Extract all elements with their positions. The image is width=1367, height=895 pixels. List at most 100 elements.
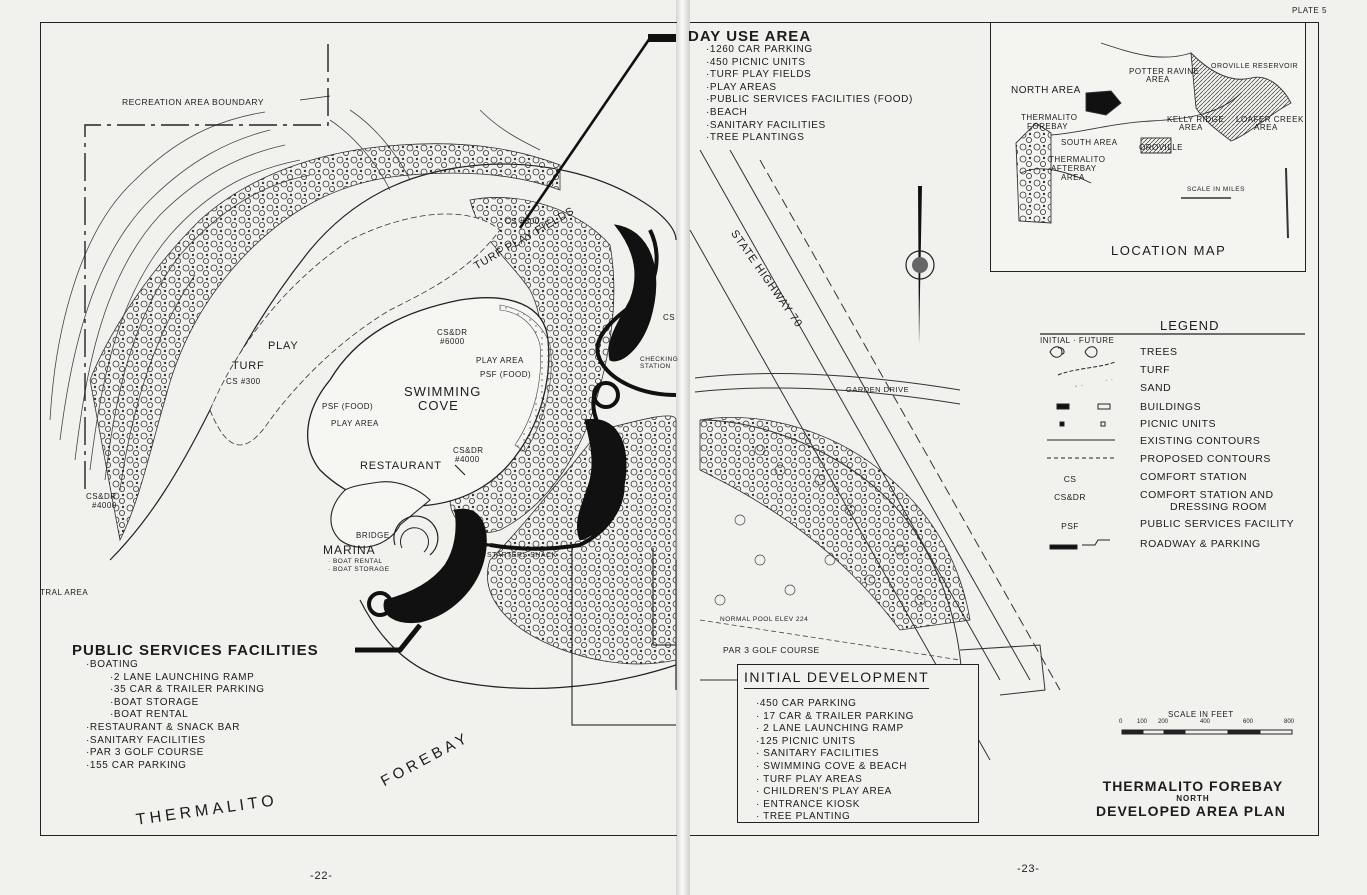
loc-afterbay3: AREA <box>1061 173 1085 182</box>
legend-code-cs: CS <box>1063 474 1077 484</box>
public-services-item: ·BOAT RENTAL <box>110 709 189 721</box>
label-play-area-2: PLAY AREA <box>331 419 379 428</box>
legend-label-psf: PUBLIC SERVICES FACILITY <box>1140 518 1295 530</box>
label-garden-drive: GARDEN DRIVE <box>846 385 910 394</box>
tree-area-east <box>699 417 971 631</box>
initial-item: ·125 PICNIC UNITS <box>756 735 856 747</box>
loc-loafer2: AREA <box>1254 123 1278 132</box>
scale-tick: 400 <box>1200 719 1211 725</box>
label-csdr4000: CS&DR <box>453 446 484 455</box>
plate-number: PLATE 5 <box>1292 6 1327 15</box>
label-csdr-left-num: #4000 <box>92 501 117 510</box>
public-services-item: ·RESTAURANT & SNACK BAR <box>86 721 241 733</box>
plan-title-line3: DEVELOPED AREA PLAN <box>1096 803 1286 819</box>
label-psf-2: PSF (FOOD) <box>322 402 374 411</box>
public-services-item: ·35 CAR & TRAILER PARKING <box>110 684 265 696</box>
loc-afterbay: THERMALITO <box>1049 155 1106 164</box>
label-boat-storage: · BOAT STORAGE <box>328 566 390 573</box>
label-starters-shack: STARTERS SHACK <box>487 552 557 559</box>
initial-item: · SANITARY FACILITIES <box>756 748 880 760</box>
day-use-item: ·1260 CAR PARKING <box>706 44 813 55</box>
roadways <box>367 224 677 624</box>
public-services-item: ·PAR 3 GOLF COURSE <box>86 747 204 759</box>
loc-kelly2: AREA <box>1179 123 1203 132</box>
label-swimming: SWIMMING <box>404 384 482 399</box>
day-use-item: ·TREE PLANTINGS <box>706 132 805 144</box>
page-number-right: -23- <box>1017 863 1040 875</box>
label-par3: PAR 3 GOLF COURSE <box>723 645 820 655</box>
loc-afterbay2: AFTERBAY <box>1051 164 1097 173</box>
day-use-item: ·SANITARY FACILITIES <box>706 119 826 131</box>
scale-tick: 600 <box>1243 719 1254 725</box>
label-recreation-boundary: RECREATION AREA BOUNDARY <box>122 97 265 107</box>
page-number-left: -22- <box>310 870 333 882</box>
loc-potter: POTTER RAVINE <box>1129 67 1200 76</box>
map-frame-left <box>40 22 677 836</box>
label-csdr6000: CS&DR <box>437 328 468 337</box>
scale-title: SCALE IN FEET <box>1168 710 1234 719</box>
public-services-item: ·SANITARY FACILITIES <box>86 734 206 746</box>
legend-header: INITIAL · FUTURE <box>1040 336 1115 345</box>
loc-kelly: KELLY RIDGE <box>1167 115 1225 124</box>
legend-label-comfort-station: COMFORT STATION <box>1140 471 1248 483</box>
scale-tick: 100 <box>1137 719 1148 725</box>
legend-label-turf: TURF <box>1140 364 1170 376</box>
initial-development-box: INITIAL DEVELOPMENT ·450 CAR PARKING · 1… <box>737 664 979 823</box>
label-csdr6000-num: #6000 <box>440 337 465 346</box>
location-map-title: LOCATION MAP <box>1111 243 1227 258</box>
loc-reservoir: OROVILLE RESERVOIR <box>1211 63 1299 70</box>
leader-lines <box>355 34 676 726</box>
loc-loafer: LOAFER CREEK <box>1236 115 1304 124</box>
loc-forebay2: FOREBAY <box>1027 122 1069 131</box>
parking-north <box>608 224 657 362</box>
parking-south <box>576 418 627 541</box>
label-turf-play: PLAY <box>268 340 299 352</box>
legend-label-proposed-contours: PROPOSED CONTOURS <box>1140 453 1271 465</box>
loc-potter2: AREA <box>1146 75 1170 84</box>
public-services-title: PUBLIC SERVICES FACILITIES <box>72 642 319 659</box>
beach-sand <box>499 304 552 453</box>
scale-bar-feet <box>1121 729 1293 735</box>
initial-item: · TREE PLANTING <box>756 811 851 823</box>
public-services-item: ·2 LANE LAUNCHING RAMP <box>110 671 255 683</box>
tree-area-west <box>89 143 561 542</box>
location-map: NORTH AREA THERMALITO FOREBAY SOUTH AREA… <box>990 22 1306 272</box>
legend-label-existing-contours: EXISTING CONTOURS <box>1140 435 1261 447</box>
public-services-item: ·155 CAR PARKING <box>86 759 187 771</box>
loc-scale: SCALE IN MILES <box>1187 186 1245 193</box>
legend-code-psf: PSF <box>1061 521 1079 531</box>
location-map-drawing <box>1015 42 1292 239</box>
day-use-item: ·450 PICNIC UNITS <box>706 56 806 68</box>
swimming-cove <box>307 297 550 507</box>
initial-item: · CHILDREN'S PLAY AREA <box>756 786 892 798</box>
legend-label-roadway: ROADWAY & PARKING <box>1140 538 1261 550</box>
scale-tick: 200 <box>1158 719 1169 725</box>
label-cs-right: CS <box>663 313 676 322</box>
label-checking: CHECKING <box>640 356 679 363</box>
initial-development-title: INITIAL DEVELOPMENT <box>744 669 930 689</box>
legend-label-sand: SAND <box>1140 382 1172 394</box>
loc-south-area: SOUTH AREA <box>1061 138 1118 147</box>
loc-oroville: OROVILLE <box>1139 143 1184 152</box>
label-bridge: BRIDGE <box>356 531 390 540</box>
loc-north-area: NORTH AREA <box>1011 85 1081 96</box>
plan-title-line1: THERMALITO FOREBAY <box>1102 778 1284 794</box>
label-station: STATION <box>640 363 671 370</box>
day-use-item: ·BEACH <box>706 106 748 118</box>
label-turf: TURF <box>232 360 265 372</box>
label-restaurant: RESTAURANT <box>360 460 442 472</box>
initial-item: · ENTRANCE KIOSK <box>756 798 861 810</box>
legend-label-dressing: DRESSING ROOM <box>1170 501 1267 513</box>
plan-title: THERMALITO FOREBAY NORTH DEVELOPED AREA … <box>1096 778 1286 819</box>
scale-tick: 800 <box>1284 719 1295 725</box>
turf-area <box>209 213 501 446</box>
label-normal-pool: NORMAL POOL ELEV 224 <box>720 616 809 623</box>
parking-marina <box>383 508 487 624</box>
label-cove: COVE <box>418 398 459 413</box>
legend-label-buildings: BUILDINGS <box>1140 401 1202 413</box>
day-use-item: ·TURF PLAY FIELDS <box>706 69 812 81</box>
legend-label-picnic: PICNIC UNITS <box>1140 418 1217 430</box>
initial-item: ·450 CAR PARKING <box>756 698 857 709</box>
label-boat-rental: · BOAT RENTAL <box>328 558 383 565</box>
